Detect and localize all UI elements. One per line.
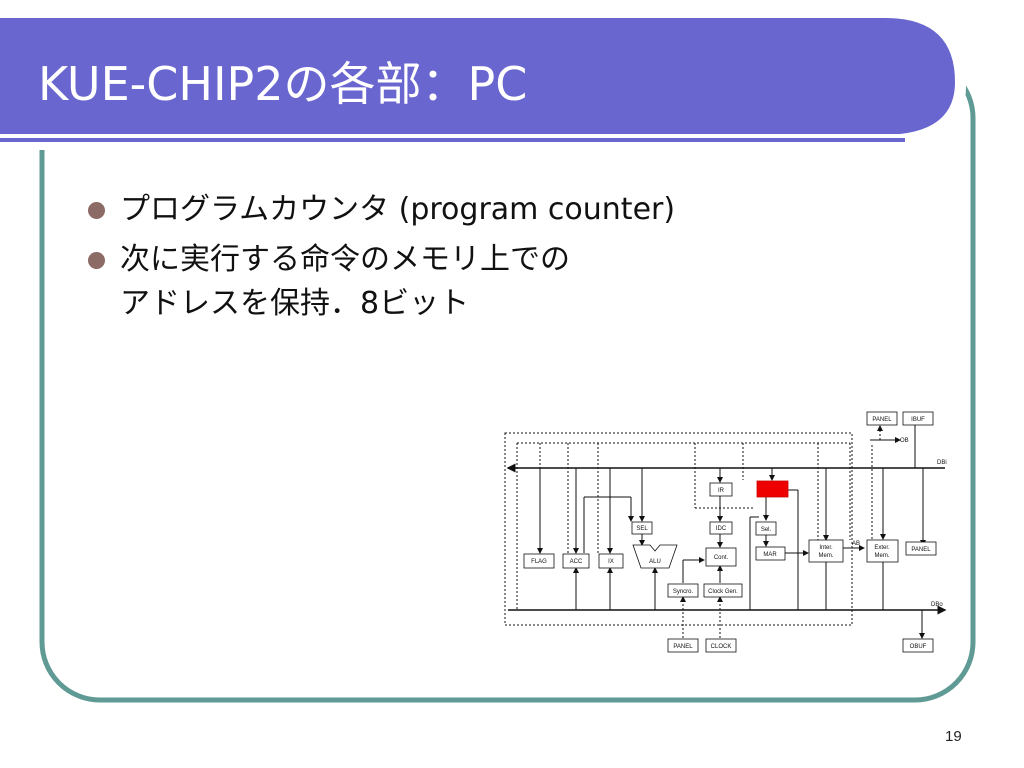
bullet-item: プログラムカウンタ (program counter) [88, 188, 675, 232]
label-dbi: DBi [937, 460, 947, 466]
label-obuf: OBUF [910, 644, 927, 650]
ir-box [709, 482, 733, 497]
header-band [0, 18, 955, 134]
bullet-text-continued: アドレスを保持．8ビット [120, 286, 470, 321]
label-flag: FLAG [531, 559, 547, 565]
syncro-box [667, 583, 699, 598]
label-ab: AB [852, 541, 860, 547]
label-panel-top: PANEL [872, 417, 892, 423]
label-idc: IDC [716, 526, 727, 532]
label-clock: CLOCK [711, 644, 732, 650]
page-number: 19 [945, 728, 962, 745]
label-ibuf: IBUF [911, 417, 925, 423]
label-acc: ACC [570, 559, 583, 565]
pc-highlight-box [756, 480, 789, 498]
label-sel: SEL [636, 526, 648, 532]
label-ob: OB [900, 438, 909, 444]
label-mar: MAR [763, 552, 777, 558]
label-exter-1: Exter. [874, 545, 890, 551]
bullet-dot-icon [88, 202, 105, 219]
label-ix: IX [608, 559, 614, 565]
label-dbo: DBo [931, 602, 943, 608]
cont-box [705, 547, 737, 567]
flag-box [523, 553, 555, 569]
sel2-box [755, 521, 777, 536]
alu-shape [632, 544, 678, 569]
label-clockgen: Clock Gen. [708, 589, 738, 595]
exter-mem-box [866, 539, 899, 563]
mar-box [755, 546, 786, 561]
label-inter-2: Mem. [819, 553, 834, 559]
label-panel-right: PANEL [911, 547, 931, 553]
bullet-text: プログラムカウンタ (program counter) [120, 192, 676, 227]
label-alu: ALU [649, 559, 661, 565]
clockgen-box [703, 583, 743, 598]
label-ir: IR [718, 488, 725, 494]
bullet-dot-icon [88, 252, 105, 269]
bullet-list: プログラムカウンタ (program counter) 次に実行する命令のメモリ… [88, 188, 675, 332]
clock-box [705, 638, 737, 653]
ix-box [598, 553, 624, 569]
obuf-box [902, 638, 934, 653]
acc-box [562, 553, 590, 569]
sel-box [631, 521, 653, 535]
label-syncro: Syncro. [673, 589, 694, 595]
label-cont: Cont. [714, 555, 729, 561]
panel-box [866, 411, 898, 426]
inter-mem-box [808, 539, 844, 563]
panel-right-box [905, 541, 937, 556]
label-panel-bottom: PANEL [673, 644, 693, 650]
label-sel2: Sel. [761, 527, 772, 533]
kue-chip2-block-diagram: PANEL IBUF OB DBi IR SEL IDC Sel. FLAG A… [504, 411, 947, 653]
chip-boundary [504, 432, 853, 626]
label-inter-1: Inter. [819, 545, 833, 551]
bullet-item: 次に実行する命令のメモリ上での アドレスを保持．8ビット [88, 238, 675, 326]
idc-box [709, 521, 733, 535]
panel-bottom-box [667, 638, 699, 653]
label-exter-2: Mem. [875, 553, 890, 559]
ibuf-box [902, 411, 934, 426]
slide-title: KUE-CHIP2の各部：PC [38, 57, 528, 111]
bullet-text: 次に実行する命令のメモリ上での [120, 242, 570, 277]
